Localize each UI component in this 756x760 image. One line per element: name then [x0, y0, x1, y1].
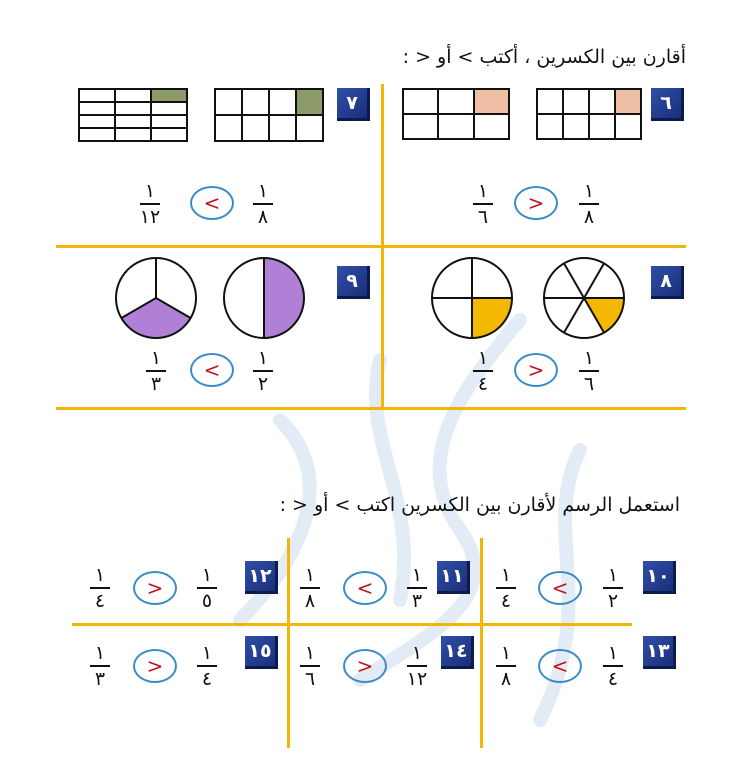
- fraction-numerator: ١: [607, 564, 619, 586]
- section2-divider-left: [287, 538, 290, 748]
- fraction-numerator: ١: [150, 347, 162, 369]
- problem-8-answer[interactable]: >: [514, 353, 558, 387]
- problem-8-circle-sixths: [543, 257, 625, 339]
- fraction-numerator: ١: [144, 180, 156, 202]
- fraction-numerator: ١: [607, 642, 619, 664]
- fraction-denominator: ٦: [304, 668, 316, 690]
- fraction-numerator: ١: [411, 642, 423, 664]
- fraction-denominator: ٣: [94, 668, 106, 690]
- fraction-numerator: ١: [477, 347, 489, 369]
- fraction-numerator: ١: [583, 180, 595, 202]
- fraction-denominator: ٥: [201, 590, 213, 612]
- fraction-denominator: ٨: [304, 590, 316, 612]
- problem-6-badge: ٦: [651, 88, 684, 121]
- section1-instruction: أقارن بين الكسرين ، أكتب > أو < :: [402, 46, 686, 68]
- problem-9-circle-thirds: [115, 257, 197, 339]
- problem-6-answer[interactable]: >: [514, 186, 558, 220]
- section2-instruction: استعمل الرسم لأقارن بين الكسرين اكتب > أ…: [279, 494, 680, 516]
- fraction-numerator: ١: [411, 564, 423, 586]
- section2-divider-right: [480, 538, 483, 748]
- fraction-numerator: ١: [257, 180, 269, 202]
- fraction-denominator: ٤: [94, 590, 106, 612]
- problem-9-answer[interactable]: <: [190, 353, 234, 387]
- section1-middle-divider: [56, 245, 686, 248]
- fraction-denominator: ٣: [411, 590, 423, 612]
- problem-7-answer[interactable]: <: [190, 186, 234, 220]
- problem-9-circle-halves: [223, 257, 305, 339]
- problem-13-answer[interactable]: <: [538, 649, 582, 683]
- problem-8-circle-quarters: [431, 257, 513, 339]
- problem-14-badge: ١٤: [441, 636, 474, 669]
- fraction-denominator: ٨: [257, 206, 269, 228]
- fraction-denominator: ٢: [257, 373, 269, 395]
- problem-6-grid-sixths: [401, 88, 511, 140]
- problem-12-badge: ١٢: [245, 561, 278, 594]
- fraction-numerator: ١: [500, 564, 512, 586]
- problem-10-answer[interactable]: <: [538, 571, 582, 605]
- fraction-numerator: ١: [304, 564, 316, 586]
- problem-14-answer[interactable]: >: [343, 649, 387, 683]
- fraction-denominator: ٤: [477, 373, 489, 395]
- problem-15-badge: ١٥: [245, 636, 278, 669]
- problem-11-answer[interactable]: <: [343, 571, 387, 605]
- fraction-denominator: ١٢: [406, 668, 428, 690]
- fraction-denominator: ٤: [500, 590, 512, 612]
- fraction-numerator: ١: [477, 180, 489, 202]
- fraction-denominator: ٦: [583, 373, 595, 395]
- fraction-denominator: ٤: [607, 668, 619, 690]
- problem-15-answer[interactable]: >: [133, 649, 177, 683]
- problem-6-grid-eighths: [536, 88, 642, 140]
- section1-bottom-divider: [56, 407, 686, 410]
- problem-9-badge: ٩: [337, 266, 370, 299]
- fraction-numerator: ١: [201, 642, 213, 664]
- problem-7-badge: ٧: [337, 88, 370, 121]
- fraction-numerator: ١: [94, 642, 106, 664]
- fraction-denominator: ٢: [607, 590, 619, 612]
- problem-12-answer[interactable]: >: [133, 571, 177, 605]
- fraction-denominator: ٨: [583, 206, 595, 228]
- problem-10-badge: ١٠: [643, 561, 676, 594]
- fraction-numerator: ١: [201, 564, 213, 586]
- fraction-denominator: ٣: [150, 373, 162, 395]
- fraction-numerator: ١: [257, 347, 269, 369]
- fraction-numerator: ١: [583, 347, 595, 369]
- fraction-denominator: ١٢: [139, 206, 161, 228]
- fraction-denominator: ٤: [201, 668, 213, 690]
- fraction-numerator: ١: [94, 564, 106, 586]
- problem-11-badge: ١١: [437, 561, 470, 594]
- problem-7-grid-twelfths: [78, 88, 188, 142]
- fraction-denominator: ٨: [500, 668, 512, 690]
- section2-middle-divider: [72, 623, 632, 626]
- problem-7-grid-eighths: [214, 88, 324, 142]
- fraction-numerator: ١: [500, 642, 512, 664]
- problem-13-badge: ١٣: [643, 636, 676, 669]
- fraction-numerator: ١: [304, 642, 316, 664]
- problem-8-badge: ٨: [651, 266, 684, 299]
- fraction-denominator: ٦: [477, 206, 489, 228]
